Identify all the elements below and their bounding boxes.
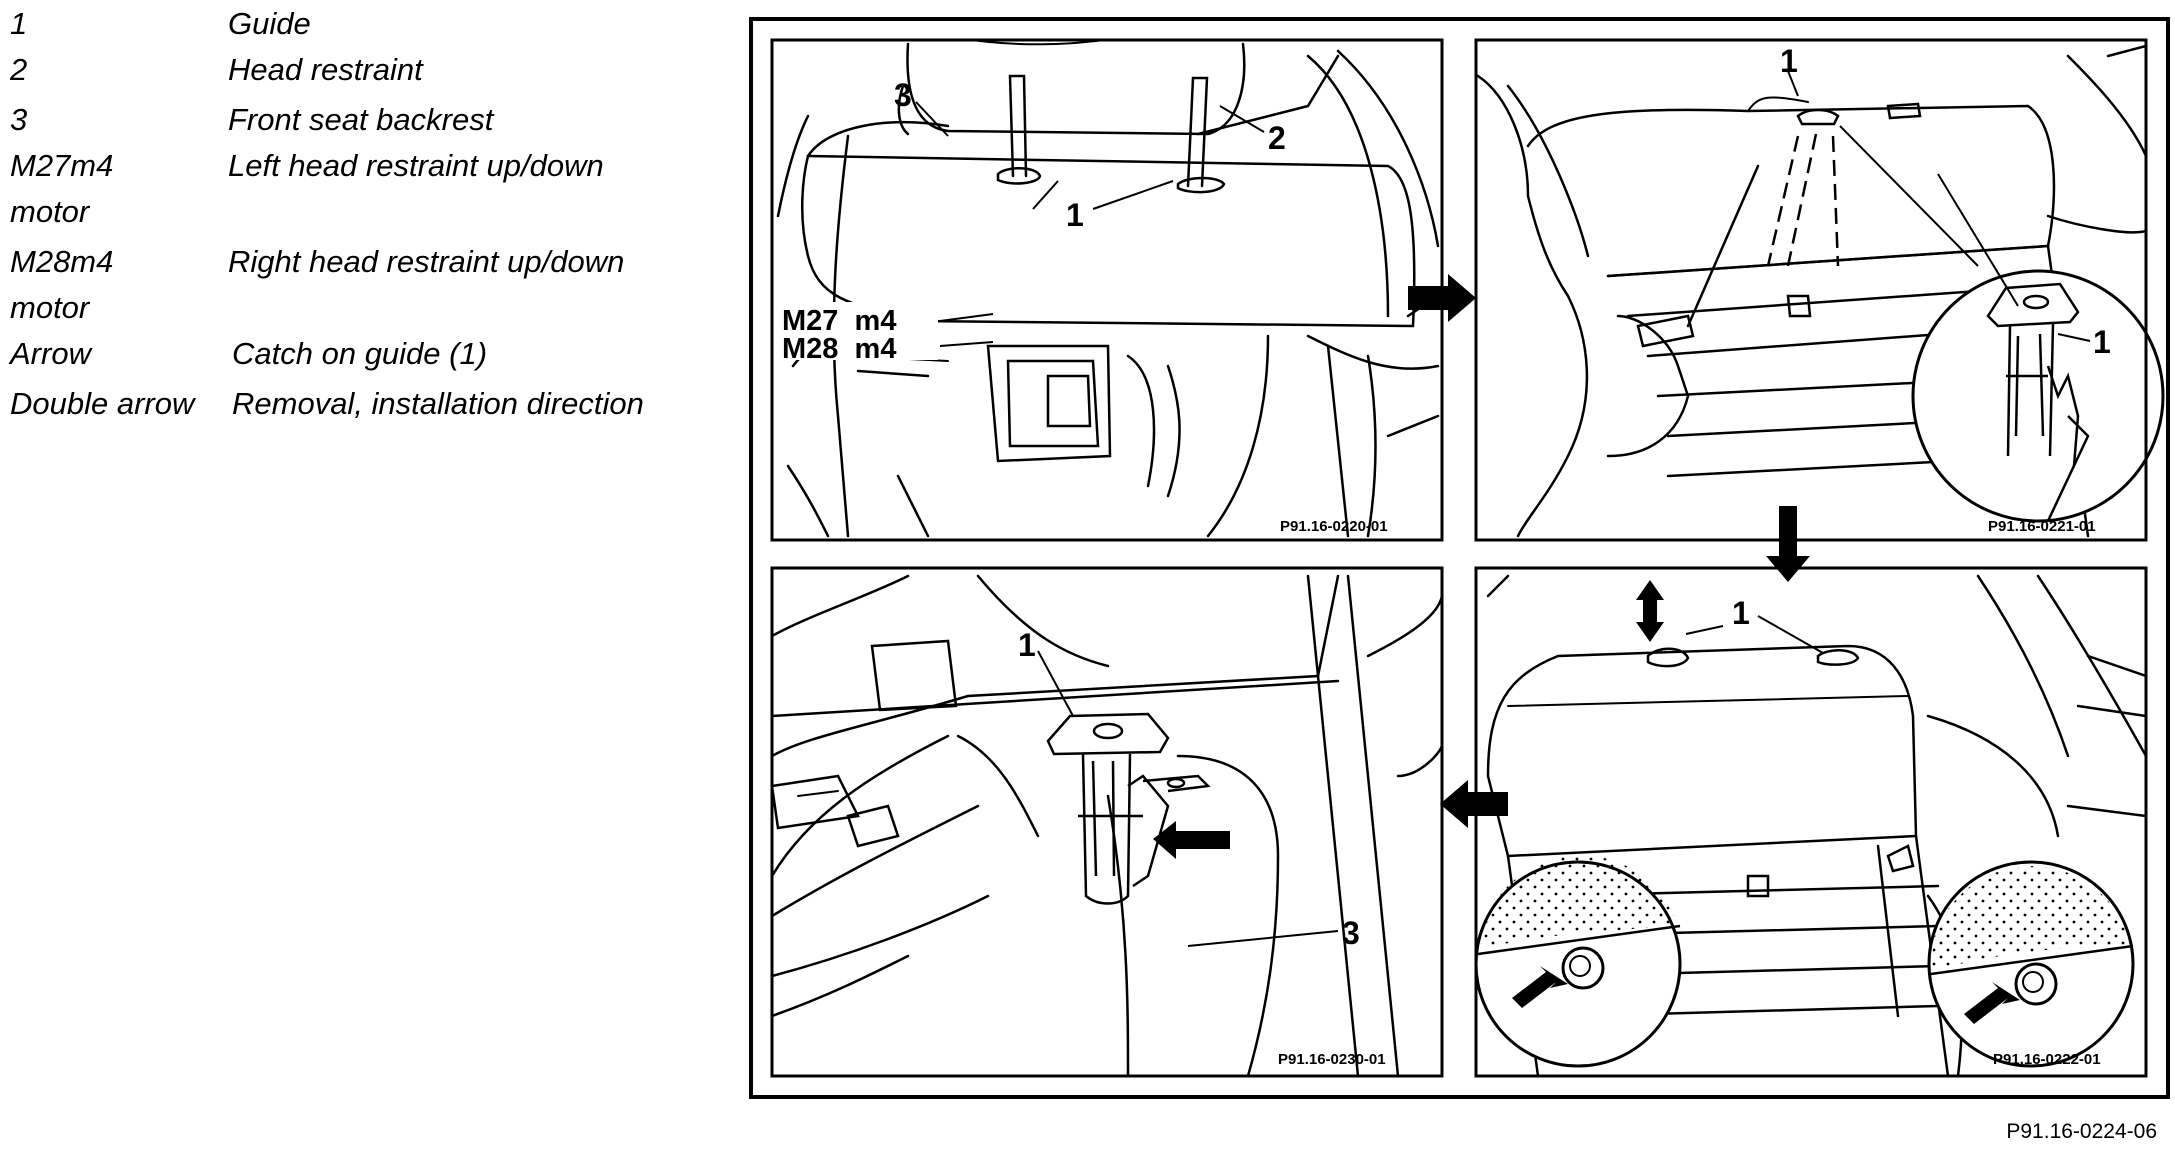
legend-desc: Catch on guide (1): [232, 336, 488, 371]
legend-key: Arrow: [10, 336, 91, 371]
panel-2: 1 1 P91.16-0221-01: [1474, 38, 2165, 542]
legend-desc: Front seat backrest: [228, 102, 494, 137]
panel-4-right-catch-arrow: [1964, 982, 2020, 1024]
panel-3-catch-arrow: [1153, 821, 1230, 859]
legend-key: 3: [10, 102, 28, 137]
legend-desc: Head restraint: [228, 52, 423, 87]
panel-4-double-arrow: [1636, 580, 1664, 642]
panel-1: 1 2 3 M27 m4 M28 m4 P91.16-0220-01: [770, 38, 1444, 542]
panel-2-label-1: 1: [1780, 43, 1798, 79]
legend-key: M27m4: [10, 148, 114, 183]
figure-reference: P91.16-0224-06: [2006, 1120, 2157, 1143]
panel-4-figure-code: P91.16-0222-01: [1993, 1051, 2101, 1068]
legend-desc-cont: motor: [10, 194, 90, 229]
panel-4: 1 P91.16-0222-01: [1474, 566, 2148, 1078]
panel-3-label-1: 1: [1018, 627, 1036, 663]
panel-3-label-3: 3: [1342, 915, 1360, 951]
panel-4-detail-right: [1927, 860, 2135, 1068]
panel-1-label-2: 2: [1268, 120, 1286, 156]
legend-desc: Guide: [228, 6, 311, 41]
procedure-diagram: 1 2 3 M27 m4 M28 m4 P91.16-0220-01: [749, 17, 2170, 1099]
panel-1-label-1: 1: [1066, 197, 1084, 233]
legend-key: 2: [10, 52, 28, 87]
panel-1-label-m27m4: M27 m4: [782, 305, 896, 337]
legend-desc: Left head restraint up/down: [228, 148, 604, 183]
legend-key: M28m4: [10, 244, 114, 279]
arrow-panel4-to-panel3: [1440, 780, 1508, 828]
panel-2-figure-code: P91.16-0221-01: [1988, 518, 2096, 535]
panel-1-label-3: 3: [894, 77, 912, 113]
panel-4-detail-left: [1474, 855, 1682, 1068]
panel-4-label-1: 1: [1732, 595, 1750, 631]
legend-key: Double arrow: [10, 386, 195, 421]
legend-desc-cont: motor: [10, 290, 90, 325]
legend-desc: Removal, installation direction: [232, 386, 644, 421]
arrow-panel2-to-panel4: [1766, 506, 1810, 582]
panel-3-figure-code: P91.16-0230-01: [1278, 1051, 1386, 1068]
legend-key: 1: [10, 6, 28, 41]
panel-4-left-catch-arrow: [1512, 966, 1568, 1008]
legend-desc: Right head restraint up/down: [228, 244, 625, 279]
panel-2-label-1b: 1: [2093, 324, 2111, 360]
panel-1-figure-code: P91.16-0220-01: [1280, 518, 1388, 535]
panel-1-label-m28m4: M28 m4: [782, 333, 896, 365]
panel-3: 1 3 P91.16-0230-01: [770, 566, 1444, 1078]
outer-frame: [749, 17, 2170, 1099]
